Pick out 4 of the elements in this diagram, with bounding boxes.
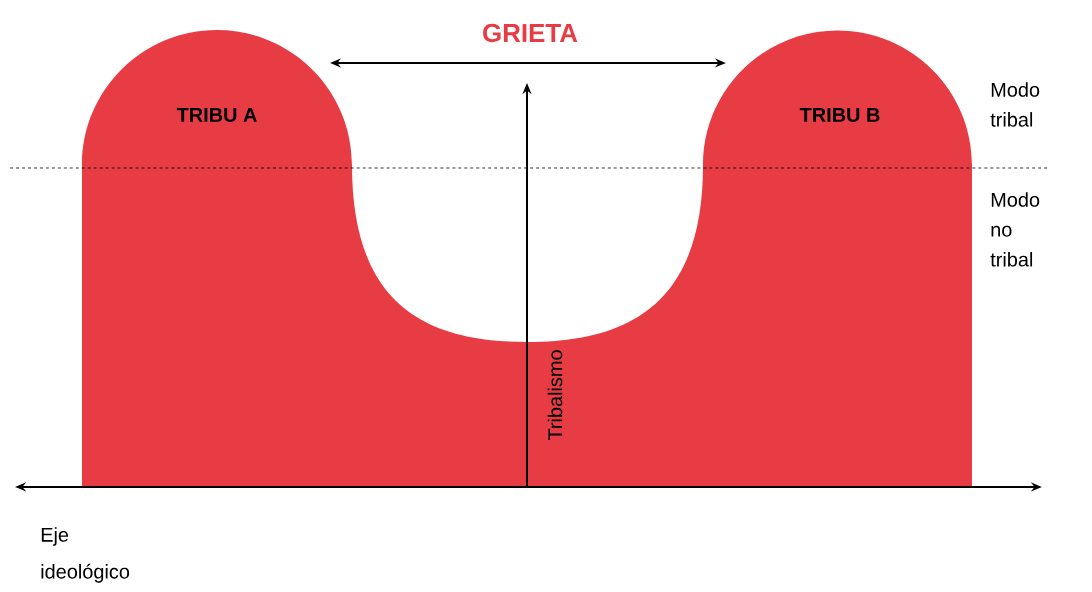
side-label: Modo tribal: [990, 82, 1040, 127]
side-label: Modo no tribal: [990, 192, 1040, 267]
axis-label: Eje ideológico: [41, 527, 130, 583]
axis-label: Tribalismo: [547, 350, 563, 441]
